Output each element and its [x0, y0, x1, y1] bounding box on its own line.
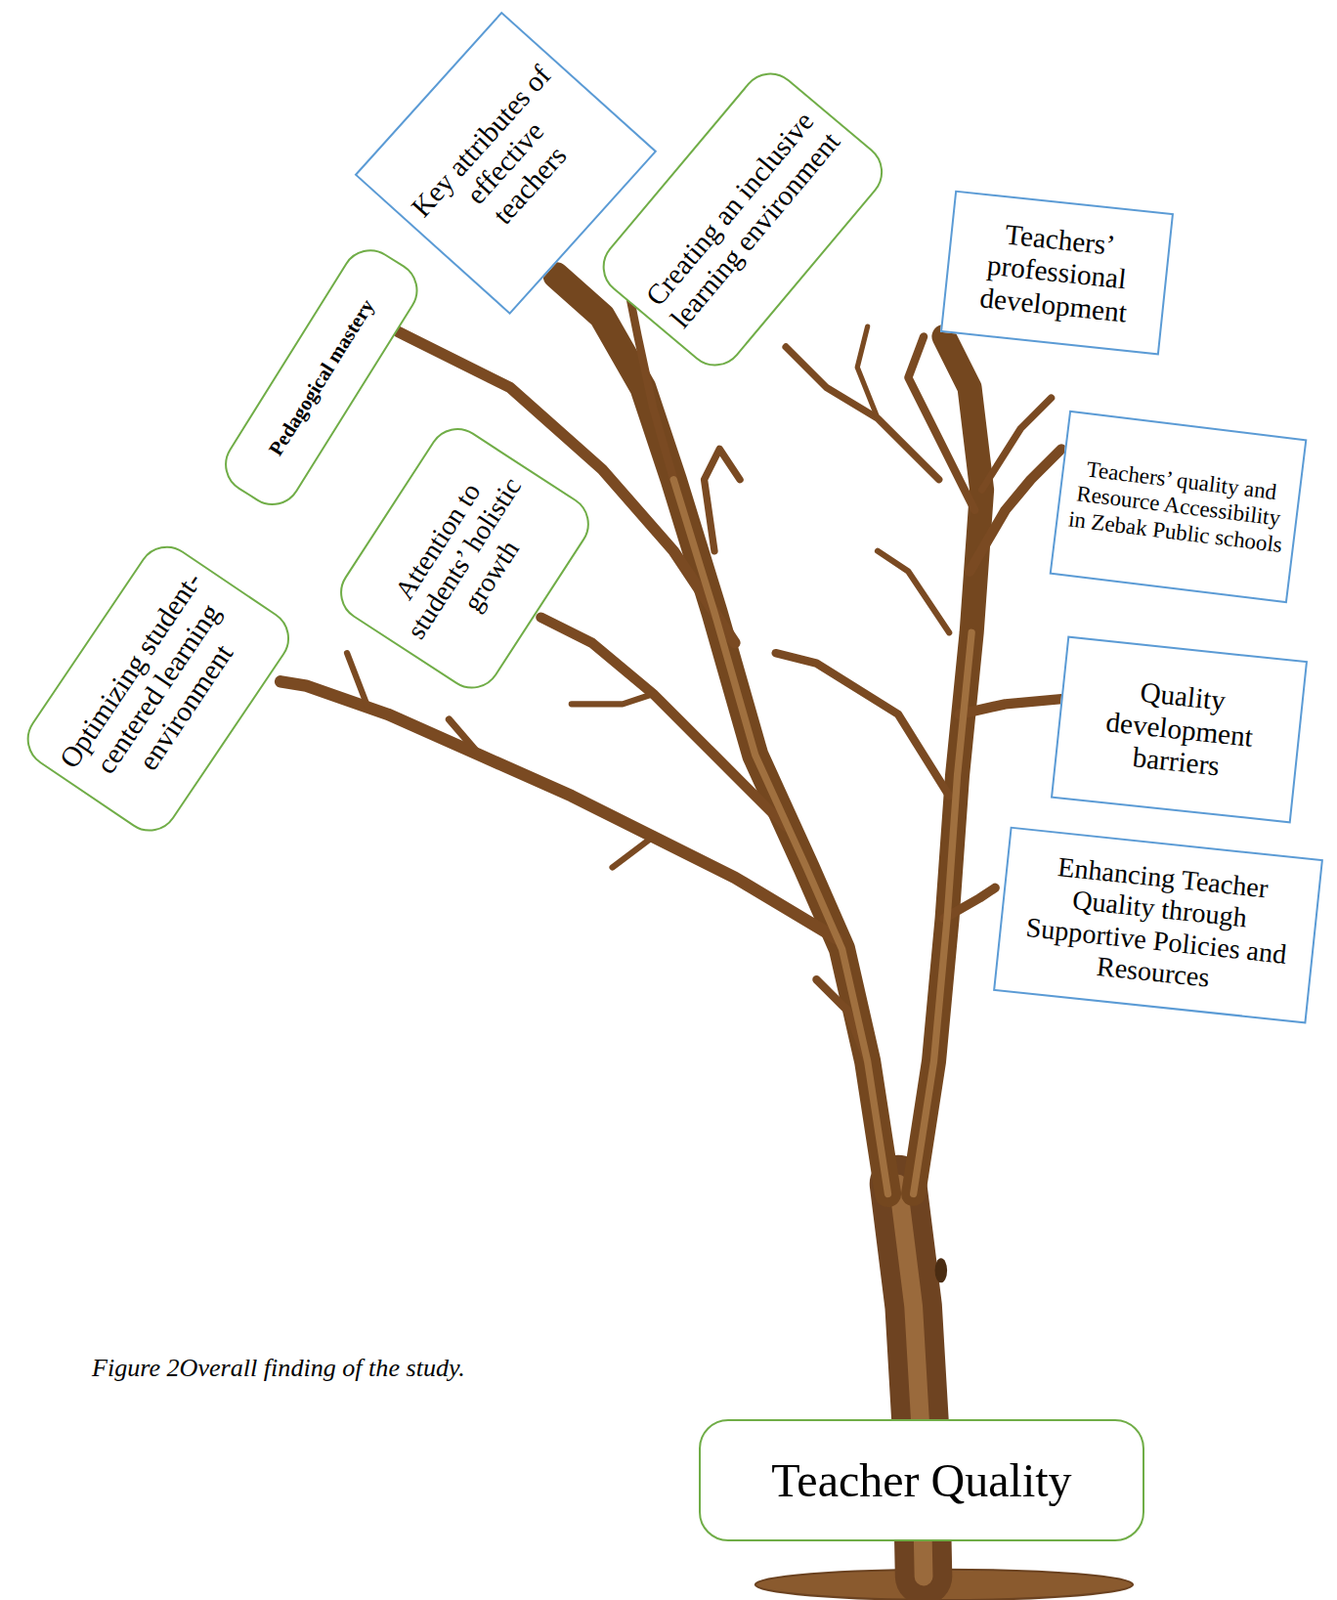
box-text: Key attributes of effective teachers — [402, 57, 607, 269]
root-box: Teacher Quality — [698, 1419, 1145, 1542]
tree-stem-light — [913, 632, 973, 1194]
tree-left-stem — [556, 275, 888, 1195]
tree-knot — [935, 1257, 949, 1283]
box-text: Teacher Quality — [771, 1453, 1072, 1508]
tree-twig — [785, 346, 940, 480]
tree-stem-light — [673, 479, 888, 1195]
tree-branch — [969, 448, 1062, 571]
box-text: Teachers’ quality and Resource Accessibi… — [1066, 455, 1291, 560]
tree-branch — [280, 681, 837, 939]
theme-box: Optimizing student-centered learning env… — [15, 534, 302, 843]
theme-box: Attention to students’ holistic growth — [328, 417, 600, 700]
theme-box: Creating an inclusive learning environme… — [591, 60, 896, 378]
tree-twig — [857, 326, 878, 419]
theme-box: Teachers’ quality and Resource Accessibi… — [1049, 410, 1308, 604]
box-text: Attention to students’ holistic growth — [371, 450, 559, 667]
tree-twig — [448, 719, 479, 756]
box-text: Creating an inclusive learning environme… — [637, 102, 849, 337]
tree-twig — [571, 693, 654, 704]
tree-twig — [907, 337, 975, 511]
box-text: Optimizing student-centered learning env… — [51, 564, 264, 814]
tree-branch — [959, 698, 1062, 715]
tree-twig — [877, 551, 949, 634]
box-text: Quality development barriers — [1066, 669, 1294, 791]
tree-twig — [346, 652, 368, 706]
theme-box: Teachers’ professional development — [940, 189, 1174, 355]
theme-box: Pedagogical mastery — [214, 238, 430, 518]
tree-twig — [982, 397, 1052, 490]
theme-box: Enhancing Teacher Quality through Suppor… — [992, 825, 1324, 1024]
tree-twig — [704, 448, 741, 551]
tree-twig — [776, 652, 950, 796]
tree-twig — [612, 836, 654, 867]
theme-box: Quality development barriers — [1050, 636, 1309, 824]
box-text: Teachers’ professional development — [953, 213, 1160, 332]
figure-caption: Figure 2Overall finding of the study. — [91, 1353, 466, 1383]
box-text: Pedagogical mastery — [263, 295, 380, 461]
box-text: Enhancing Teacher Quality through Suppor… — [1006, 846, 1310, 1003]
